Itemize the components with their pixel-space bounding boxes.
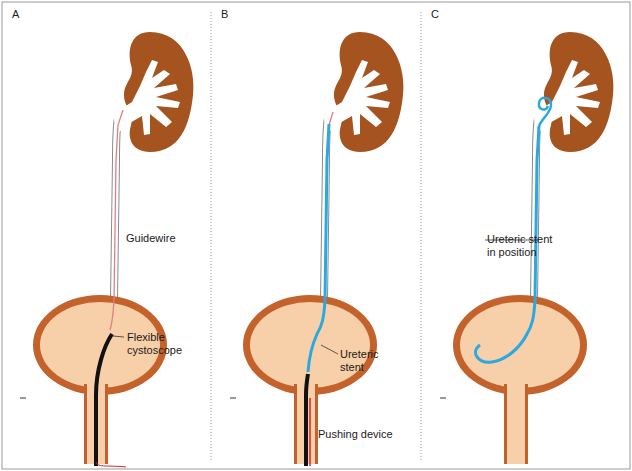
panel-b bbox=[230, 32, 403, 466]
leader-line bbox=[113, 336, 124, 337]
pushing-device bbox=[306, 374, 308, 466]
guidewire-tail bbox=[96, 462, 126, 467]
panel-letter: B bbox=[221, 8, 228, 21]
part-label: Flexible cystoscope bbox=[127, 331, 199, 357]
kidney-bladder bbox=[20, 32, 193, 464]
panel-letter: A bbox=[12, 8, 19, 21]
stent-pigtail bbox=[539, 98, 551, 126]
guidewire bbox=[110, 110, 123, 330]
part-label: Ureteric stent in position bbox=[487, 233, 561, 259]
panel-c bbox=[440, 32, 613, 464]
panel-divider bbox=[421, 12, 422, 462]
part-label: Pushing device bbox=[318, 428, 393, 441]
ureteric-stent bbox=[308, 124, 329, 372]
panel-divider bbox=[211, 12, 212, 462]
guidewire bbox=[329, 112, 333, 125]
panel-a bbox=[20, 32, 193, 467]
leader-line bbox=[321, 345, 338, 354]
panel-letter: C bbox=[431, 8, 439, 21]
guidewire-tail bbox=[309, 398, 311, 466]
kidney-bladder bbox=[230, 32, 403, 464]
kidney-bladder bbox=[440, 32, 613, 464]
part-label: Guidewire bbox=[126, 232, 176, 245]
flexible-cystoscope bbox=[96, 334, 112, 466]
part-label: Ureteric stent bbox=[340, 348, 402, 374]
